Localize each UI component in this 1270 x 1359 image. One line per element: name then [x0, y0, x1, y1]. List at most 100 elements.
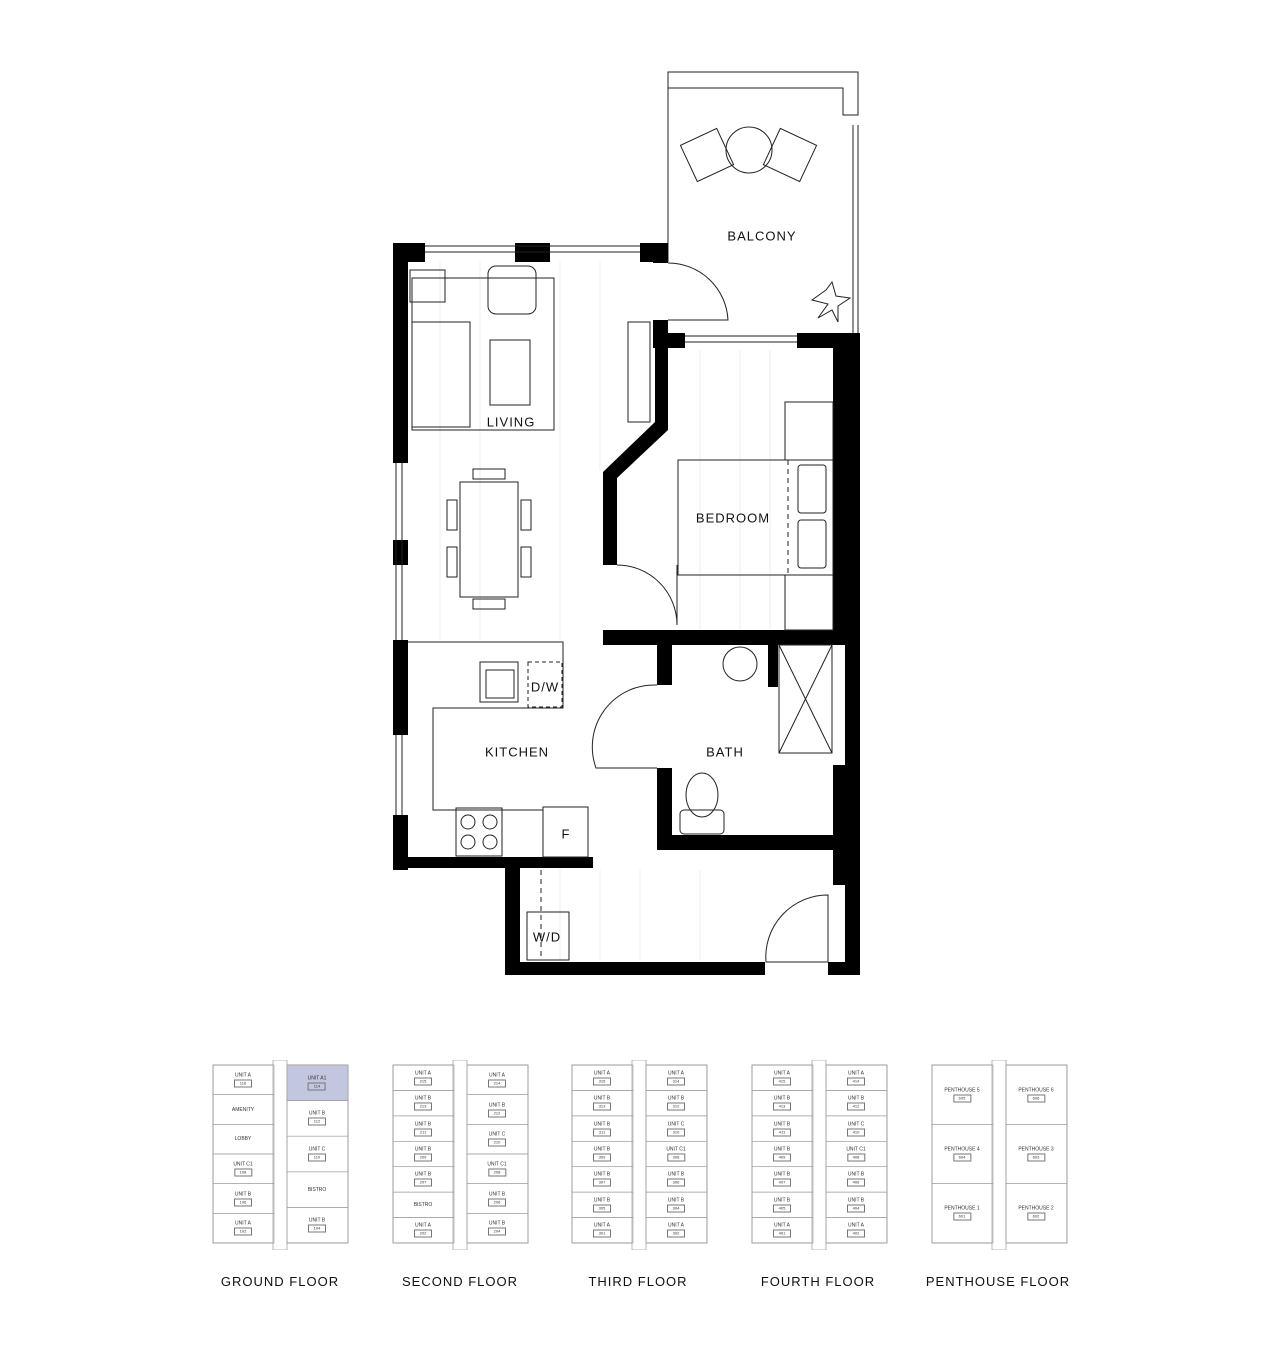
unit-outline [286, 1207, 349, 1244]
unit-number: 211 [414, 1128, 432, 1137]
unit-outline [751, 1217, 814, 1244]
unit-name: UNIT B [593, 1197, 611, 1204]
unit-floor-plan [393, 71, 860, 975]
unit-name: PENTHOUSE 4 [944, 1146, 980, 1153]
unit-number: 411 [773, 1128, 791, 1137]
unit-name: UNIT C [667, 1121, 685, 1128]
unit-number: 108 [233, 1168, 252, 1177]
unit-number: 207 [414, 1178, 432, 1187]
unit-name: UNIT B [308, 1110, 326, 1117]
unit-number: 206 [488, 1198, 506, 1206]
unit-name: UNIT B [414, 1146, 432, 1153]
unit-number: 405 [773, 1204, 791, 1213]
floor-label: FOURTH FLOOR [760, 1274, 876, 1289]
unit-number: 311 [593, 1128, 611, 1137]
unit-name: PENTHOUSE 2 [1018, 1205, 1054, 1212]
unit-number: 315 [593, 1077, 611, 1086]
unit-number: 414 [847, 1077, 865, 1086]
unit-outline [825, 1217, 888, 1244]
unit-number: 106 [234, 1198, 252, 1206]
unit-number: 309 [593, 1153, 611, 1162]
floor-label: THIRD FLOOR [588, 1274, 688, 1289]
unit-outline [931, 1183, 994, 1244]
unit-number: 601 [952, 1212, 971, 1221]
unit-name: UNIT B [773, 1171, 791, 1178]
appliance-label-washer-dryer: W/D [532, 929, 562, 945]
unit-name: PENTHOUSE 1 [944, 1205, 980, 1212]
unit-outline [1005, 1183, 1068, 1244]
unit-name: UNIT A [234, 1072, 252, 1079]
room-label-balcony: BALCONY [727, 228, 797, 244]
unit-name: UNIT A [773, 1222, 791, 1229]
unit-number: 606 [1026, 1094, 1045, 1103]
unit-number: 409 [773, 1153, 791, 1162]
unit-number: 412 [847, 1102, 865, 1111]
keyplan-unit: AMENITY [232, 1107, 254, 1113]
unit-name: UNIT A [593, 1222, 611, 1229]
unit-name: UNIT B [593, 1121, 611, 1128]
unit-name: UNIT A [488, 1072, 506, 1079]
unit-name: UNIT B [593, 1171, 611, 1178]
unit-number: 302 [667, 1229, 685, 1238]
unit-name: UNIT B [773, 1197, 791, 1204]
unit-name: UNIT B [488, 1220, 506, 1227]
balcony-outline [667, 71, 859, 262]
unit-number: 410 [847, 1128, 865, 1137]
unit-name: UNIT B [773, 1121, 791, 1128]
unit-number: 210 [488, 1138, 506, 1147]
unit-outline [645, 1217, 708, 1244]
unit-number: 307 [593, 1178, 611, 1187]
unit-name: UNIT B [773, 1146, 791, 1153]
room-label-living: LIVING [486, 414, 536, 430]
unit-outline [212, 1213, 275, 1244]
unit-number: 301 [593, 1229, 611, 1238]
unit-name: BISTRO [307, 1186, 327, 1193]
unit-number: 408 [846, 1153, 865, 1162]
unit-name: BISTRO [413, 1201, 433, 1208]
unit-number: 306 [667, 1178, 685, 1187]
unit-name: UNIT C [488, 1131, 506, 1138]
unit-number: 402 [847, 1229, 865, 1238]
unit-name: UNIT C1 [846, 1146, 866, 1153]
keyplan-unit: LOBBY [235, 1136, 252, 1142]
floor-hatching [439, 262, 771, 960]
unit-name: PENTHOUSE 6 [1018, 1087, 1054, 1094]
walls [393, 243, 860, 975]
unit-number: 312 [667, 1102, 685, 1111]
unit-name: UNIT C1 [666, 1146, 686, 1153]
